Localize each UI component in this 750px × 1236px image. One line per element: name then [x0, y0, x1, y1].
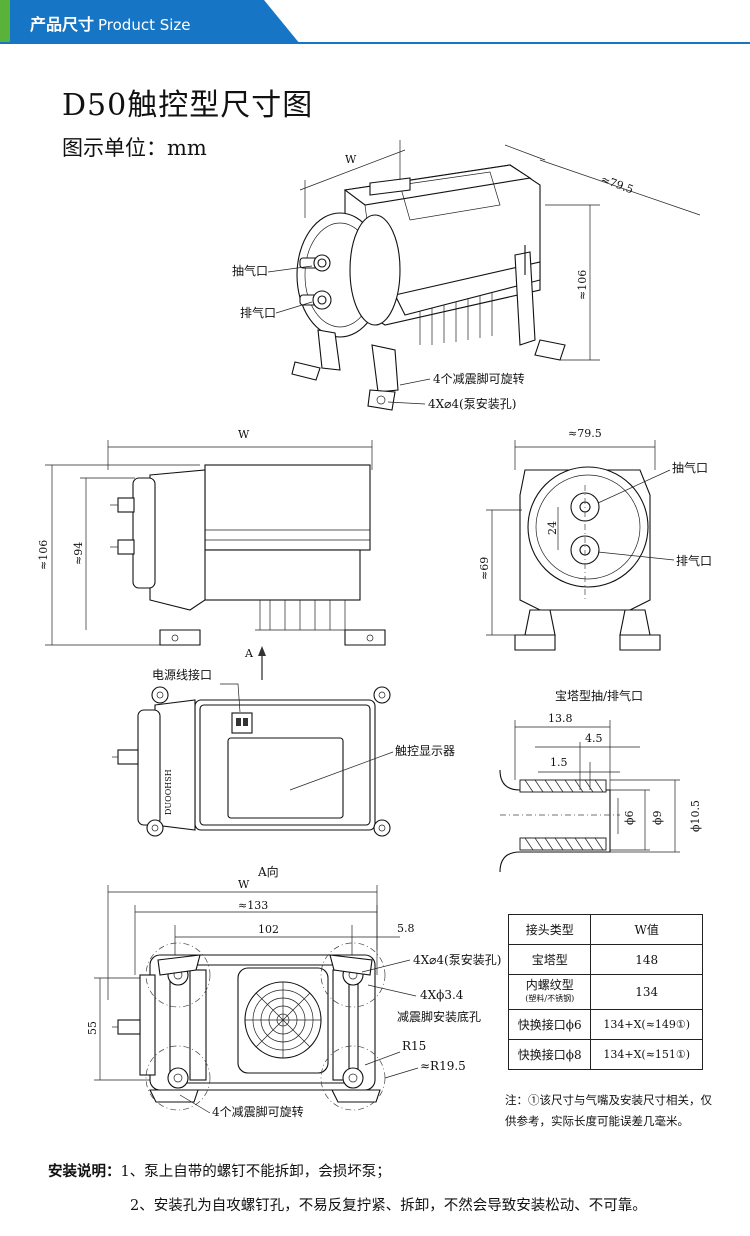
barb-dim-9: ϕ9 [651, 811, 664, 826]
iso-dim-depth: ≈79.5 [599, 173, 635, 197]
side-dim-69: ≈69 [478, 557, 491, 580]
bottom-view: A向 W ≈133 102 5.8 55 [86, 864, 501, 1119]
header-accent [0, 0, 10, 44]
barb-detail: 宝塔型抽/排气口 13.8 4.5 1.5 ϕ6 ϕ9 [499, 688, 702, 873]
side-label-suction: 抽气口 [672, 460, 708, 475]
bottom-label-base-holes: 减震脚安装底孔 [397, 1009, 481, 1024]
spec-row: 快换接口ϕ8 134+X(≈151①) [507, 1039, 703, 1070]
header-tab [0, 0, 300, 44]
install-line-1: 1、泵上自带的螺钉不能拆卸，会损坏泵； [120, 1164, 391, 1180]
page-title: D50触控型尺寸图 [62, 88, 314, 123]
install-line-2: 2、安装孔为自攻螺钉孔，不易反复拧紧、拆卸，不然会导致安装松动、不可靠。 [130, 1198, 647, 1214]
iso-label-suction: 抽气口 [232, 263, 268, 278]
spec-head-type: 接头类型 [507, 914, 592, 945]
spec-row-type: 宝塔型 [507, 944, 592, 975]
spec-row: 内螺纹型 (塑料/不锈钢) 134 [507, 974, 703, 1010]
header-underline [0, 42, 750, 44]
barb-dim-13-8: 13.8 [548, 712, 573, 725]
spec-row-type-cell: 内螺纹型 (塑料/不锈钢) [507, 974, 592, 1010]
barb-title: 宝塔型抽/排气口 [555, 688, 643, 703]
iso-label-exhaust: 排气口 [240, 305, 276, 320]
install-instructions: 安装说明：1、泵上自带的螺钉不能拆卸，会损坏泵； 2、安装孔为自攻螺钉孔，不易反… [48, 1160, 647, 1214]
iso-label-holes: 4X⌀4(泵安装孔) [428, 396, 516, 411]
spec-row-type: 内螺纹型 [525, 978, 574, 992]
spec-row-w: 134+X(≈149①) [590, 1009, 703, 1040]
iso-dim-height: ≈106 [576, 270, 589, 300]
spec-row-w: 134 [590, 974, 703, 1010]
bottom-label-r15: R15 [402, 1039, 426, 1053]
spec-head-w: W值 [590, 914, 703, 945]
spec-row: 宝塔型 148 [507, 944, 703, 975]
bottom-view-label: A向 [257, 864, 279, 879]
bottom-dim-5-8: 5.8 [397, 922, 415, 935]
bottom-label-hole-34: 4Xϕ3.4 [420, 988, 464, 1002]
front-dim-h-body: ≈94 [72, 542, 85, 565]
front-dim-h-total: ≈106 [37, 540, 50, 570]
header-title-en: Product Size [98, 16, 191, 34]
spec-row-type: 快换接口ϕ8 [507, 1039, 592, 1070]
bottom-label-r19: ≈R19.5 [420, 1059, 466, 1073]
spec-table: 接头类型 W值 宝塔型 148 内螺纹型 (塑料/不锈钢) 134 快换接口ϕ6… [507, 914, 703, 1070]
front-arrow-label: A [244, 647, 254, 660]
install-heading: 安装说明： [48, 1164, 121, 1180]
footnote: 注：①该尺寸与气嘴及安装尺寸相关，仅供参考，实际长度可能误差几毫米。 [505, 1093, 712, 1128]
side-view: ≈79.5 24 ≈69 抽气口 排气口 [478, 427, 712, 651]
spec-row-w: 134+X(≈151①) [590, 1039, 703, 1070]
spec-row-sub: (塑料/不锈钢) [525, 994, 575, 1003]
bottom-dim-102: 102 [258, 923, 279, 936]
spec-row-type: 快换接口ϕ6 [507, 1009, 592, 1040]
bottom-label-pump-holes: 4X⌀4(泵安装孔) [413, 952, 501, 967]
side-dim-24: 24 [546, 521, 559, 535]
barb-dim-4-5: 4.5 [585, 732, 603, 745]
spec-row-w: 148 [590, 944, 703, 975]
unit-label: 图示单位：mm [62, 136, 207, 160]
side-label-exhaust: 排气口 [676, 553, 712, 568]
top-side-text: DUOOHSH [164, 769, 173, 815]
bottom-dim-w: W [238, 878, 250, 891]
iso-view: W ≈79.5 ≈106 抽气口 排气口 4个减震脚可旋转 4X⌀4(泵安装孔) [232, 140, 701, 411]
front-view: W ≈106 ≈94 A [37, 428, 386, 680]
iso-dim-w: W [345, 153, 357, 166]
barb-dim-10-5: ϕ10.5 [689, 800, 702, 832]
top-label-power: 电源线接口 [152, 667, 212, 682]
bottom-label-feet: 4个减震脚可旋转 [212, 1104, 304, 1119]
iso-label-feet: 4个减震脚可旋转 [433, 371, 525, 386]
front-dim-w: W [238, 428, 250, 441]
side-dim-depth: ≈79.5 [568, 427, 602, 440]
bottom-dim-133: ≈133 [238, 899, 268, 912]
spec-row: 快换接口ϕ6 134+X(≈149①) [507, 1009, 703, 1040]
barb-dim-6: ϕ6 [623, 811, 636, 826]
header-title-cn: 产品尺寸 [30, 15, 95, 34]
top-view: DUOOHSH 电源线接口 触控显示器 [112, 667, 455, 837]
top-label-display: 触控显示器 [395, 744, 455, 758]
spec-table-header: 接头类型 W值 [507, 914, 703, 945]
barb-dim-1-5: 1.5 [550, 756, 568, 769]
bottom-dim-55: 55 [86, 1021, 99, 1035]
